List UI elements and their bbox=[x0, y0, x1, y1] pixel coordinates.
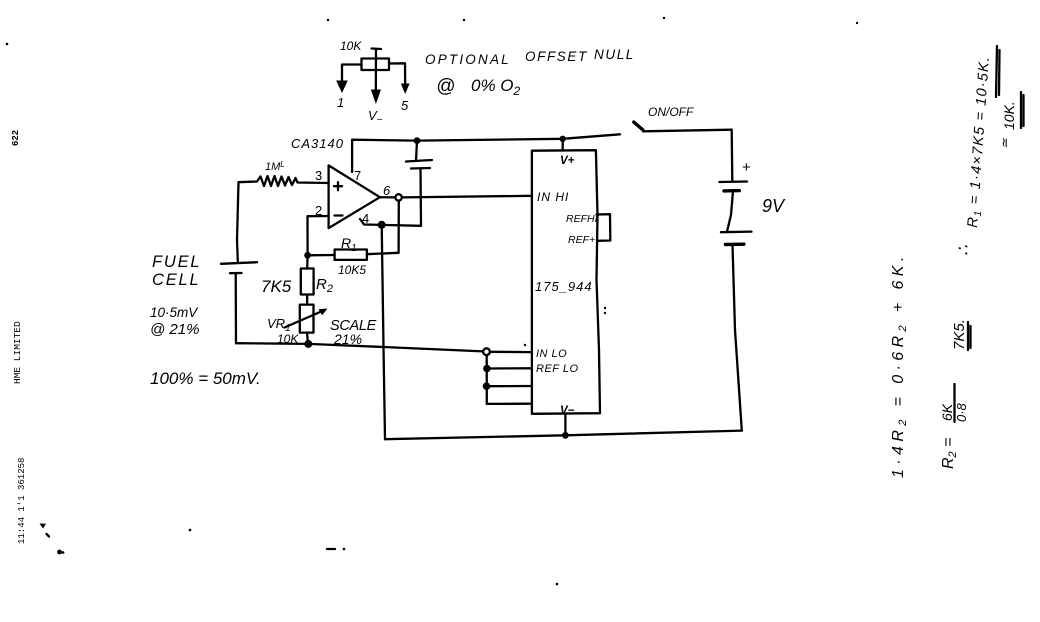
svg-text:SCALE: SCALE bbox=[330, 318, 377, 334]
svg-text:HME LIMITED: HME LIMITED bbox=[12, 321, 23, 384]
svg-text:R1 = 1·4×7K5 = 10·5K.: R1 = 1·4×7K5 = 10·5K. bbox=[965, 55, 995, 228]
svg-text:CA3140: CA3140 bbox=[291, 136, 344, 151]
svg-text:9V: 9V bbox=[762, 196, 786, 216]
svg-text:REFHI: REFHI bbox=[566, 213, 598, 225]
svg-text:0% O2: 0% O2 bbox=[471, 76, 521, 98]
svg-text:10K: 10K bbox=[277, 332, 299, 346]
svg-text:V−: V− bbox=[560, 405, 575, 417]
svg-text:10·5mV: 10·5mV bbox=[150, 305, 199, 320]
svg-text:VR1: VR1 bbox=[267, 316, 291, 334]
svg-text:R2: R2 bbox=[316, 276, 333, 295]
svg-text:FUEL: FUEL bbox=[152, 253, 201, 271]
svg-text:≃: ≃ bbox=[997, 137, 1012, 149]
svg-text:21%: 21% bbox=[333, 331, 362, 347]
svg-text:7K5: 7K5 bbox=[261, 277, 292, 296]
svg-text:ON/OFF: ON/OFF bbox=[648, 105, 694, 119]
svg-text:NULL: NULL bbox=[594, 47, 635, 62]
svg-text:1: 1 bbox=[337, 95, 344, 110]
svg-text:100% = 50mV.: 100% = 50mV. bbox=[150, 369, 261, 388]
svg-text:0·8: 0·8 bbox=[954, 402, 969, 422]
svg-text:OPTIONAL: OPTIONAL bbox=[425, 52, 511, 67]
svg-text:REF+: REF+ bbox=[568, 234, 595, 246]
svg-text:R1: R1 bbox=[341, 235, 357, 254]
svg-text:@: @ bbox=[436, 76, 455, 97]
svg-text:IN LO: IN LO bbox=[536, 348, 567, 360]
svg-text:V−: V− bbox=[368, 108, 383, 126]
svg-text:10K.: 10K. bbox=[1001, 101, 1017, 130]
svg-text:7: 7 bbox=[354, 168, 361, 183]
svg-text:R2 =: R2 = bbox=[940, 438, 959, 469]
svg-text:OFFSET: OFFSET bbox=[525, 49, 588, 64]
svg-text:CELL: CELL bbox=[152, 271, 200, 289]
svg-text:@ 21%: @ 21% bbox=[150, 321, 199, 338]
svg-text:V+: V+ bbox=[560, 155, 575, 167]
svg-text:4: 4 bbox=[362, 211, 369, 226]
svg-text:10K: 10K bbox=[340, 39, 362, 53]
svg-text:+: + bbox=[742, 159, 751, 176]
svg-text:6K: 6K bbox=[939, 403, 955, 421]
svg-text:11:44 1'1 361258: 11:44 1'1 361258 bbox=[17, 458, 27, 544]
svg-text:REF LO: REF LO bbox=[536, 363, 579, 375]
svg-text:3: 3 bbox=[315, 168, 322, 183]
svg-text:1·4R2 = 0·6R2 + 6K.: 1·4R2 = 0·6R2 + 6K. bbox=[890, 252, 909, 478]
svg-text:5: 5 bbox=[401, 98, 409, 113]
svg-text:10K5: 10K5 bbox=[338, 263, 366, 277]
svg-text:7K5.: 7K5. bbox=[951, 319, 968, 350]
svg-text:175_944: 175_944 bbox=[535, 279, 593, 294]
svg-text:1ML: 1ML bbox=[265, 160, 285, 173]
svg-text:6: 6 bbox=[383, 183, 391, 198]
svg-text:622: 622 bbox=[11, 130, 21, 146]
svg-text:∴: ∴ bbox=[954, 245, 973, 256]
svg-text:IN HI: IN HI bbox=[537, 190, 569, 204]
svg-text:2: 2 bbox=[315, 203, 322, 218]
